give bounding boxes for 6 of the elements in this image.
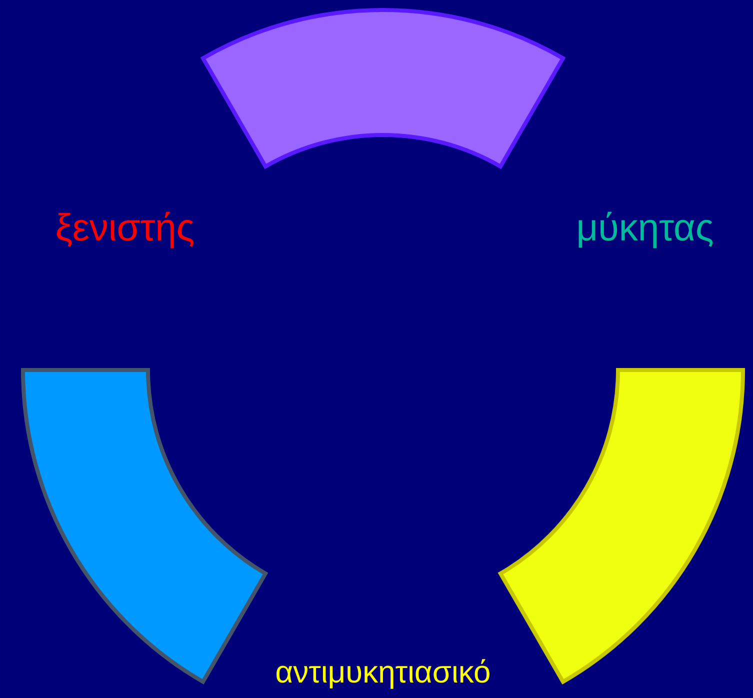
label: αντιμυκητιασικό [276, 659, 490, 689]
label: μύκητας [578, 212, 713, 248]
arc-band [21, 368, 268, 684]
arc-band [201, 8, 565, 168]
label: ξενιστής [56, 212, 194, 248]
arc-band [498, 368, 745, 684]
